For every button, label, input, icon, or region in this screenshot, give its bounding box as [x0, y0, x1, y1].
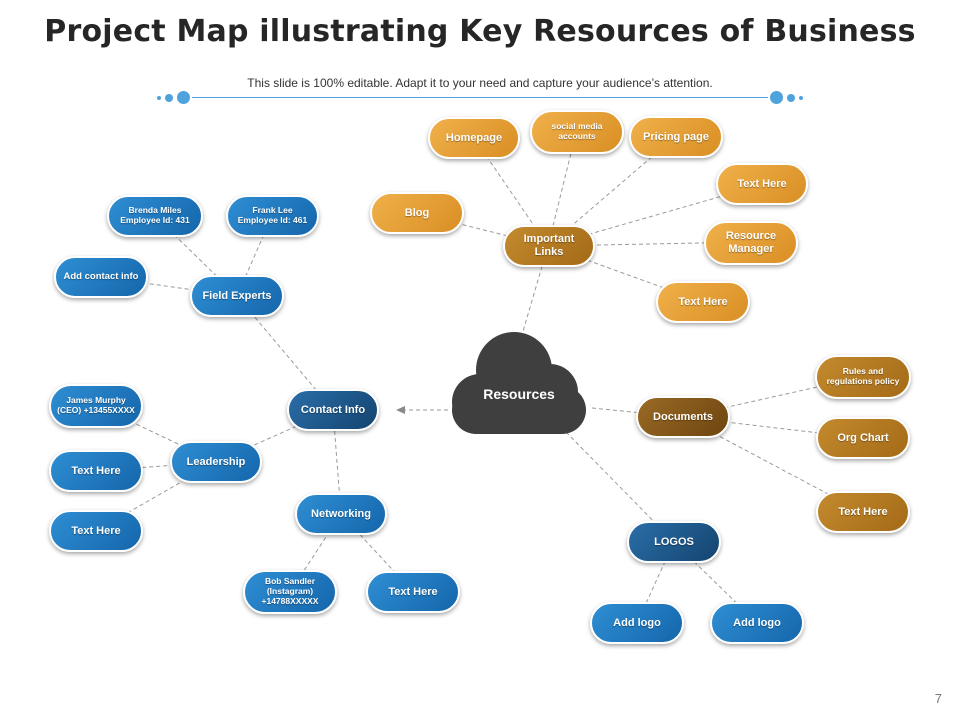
- field-experts-node: Field Experts: [190, 275, 284, 317]
- slide-subtitle: This slide is 100% editable. Adapt it to…: [247, 76, 713, 90]
- bob-sandler-node: Bob Sandler (Instagram) +14788XXXXX: [243, 570, 337, 614]
- divider-dot: [770, 91, 783, 104]
- divider-dot: [165, 94, 173, 102]
- connector: [673, 541, 758, 624]
- arrow-head: [396, 406, 405, 414]
- page-number: 7: [934, 691, 942, 706]
- brenda-miles-node: Brenda Miles Employee Id: 431: [107, 195, 203, 237]
- contact-info-node: Contact Info: [287, 389, 379, 431]
- important-links-node: Important Links: [503, 225, 595, 267]
- center-label: Resources: [483, 386, 555, 402]
- pricing-page-node: Pricing page: [629, 116, 723, 158]
- documents-node: Documents: [636, 396, 730, 438]
- divider-dot: [799, 96, 803, 100]
- add-logo-node: Add logo: [590, 602, 684, 644]
- divider-dot: [177, 91, 190, 104]
- resource-manager-node: Resource Manager: [704, 221, 798, 265]
- james-murphy-node: James Murphy (CEO) +13455XXXX: [49, 384, 143, 428]
- text-here-node: Text Here: [366, 571, 460, 613]
- slide-title: Project Map illustrating Key Resources o…: [44, 14, 916, 49]
- rules-policy-node: Rules and regulations policy: [815, 355, 911, 399]
- add-contact-info-node: Add contact info: [54, 256, 148, 298]
- homepage-node: Homepage: [428, 117, 520, 159]
- connector: [547, 132, 577, 247]
- social-media-node: social media accounts: [530, 110, 624, 154]
- text-here-node: Text Here: [816, 491, 910, 533]
- networking-node: Networking: [295, 493, 387, 535]
- blog-node: Blog: [370, 192, 464, 234]
- org-chart-node: Org Chart: [816, 417, 910, 459]
- divider-dot: [157, 96, 161, 100]
- divider-line: [192, 97, 768, 98]
- connector: [154, 215, 238, 297]
- resources-cloud: [452, 332, 586, 434]
- text-here-node: Text Here: [49, 450, 143, 492]
- frank-lee-node: Frank Lee Employee Id: 461: [226, 195, 319, 237]
- leadership-node: Leadership: [170, 441, 262, 483]
- text-here-node: Text Here: [716, 163, 808, 205]
- text-here-node: Text Here: [656, 281, 750, 323]
- divider-dot: [787, 94, 795, 102]
- logos-node: LOGOS: [627, 521, 721, 563]
- text-here-node: Text Here: [49, 510, 143, 552]
- add-logo-node: Add logo: [710, 602, 804, 644]
